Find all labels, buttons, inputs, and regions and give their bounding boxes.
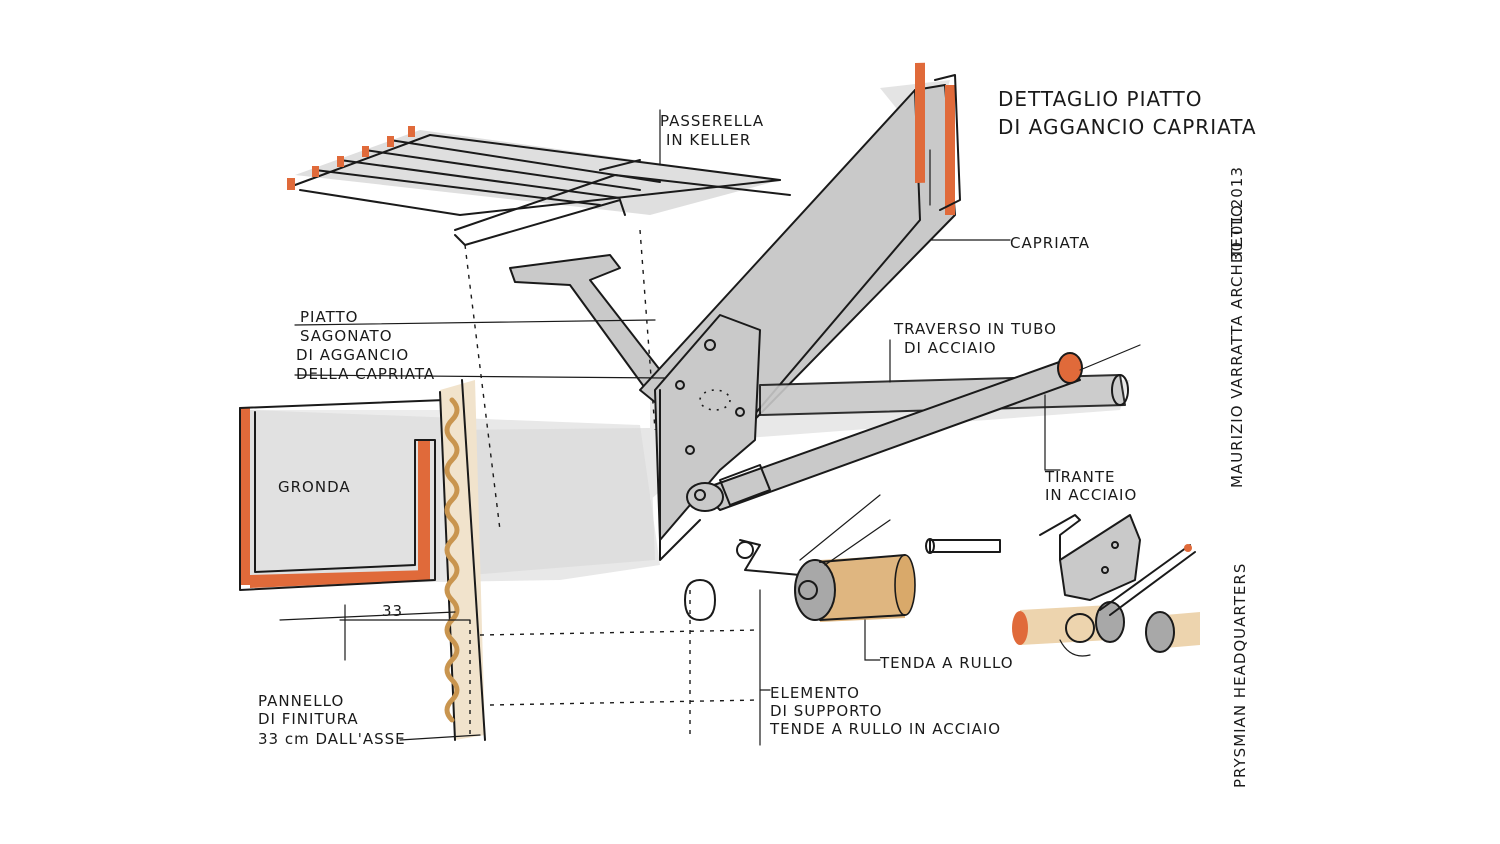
label-elemento-line-3: TENDE A RULLO IN ACCIAIO (769, 720, 1001, 738)
label-tirante-line-1: TIRANTE (1044, 468, 1116, 486)
label-piatto-line-2: SAGONATO (300, 327, 393, 345)
label-elemento-line-1: ELEMENTO (770, 684, 860, 702)
steel-tie-rod (686, 344, 1141, 512)
shaped-plate (654, 314, 761, 561)
truss-flange (945, 85, 955, 215)
walkway-end-cap (287, 178, 295, 190)
title-line-2: DI AGGANCIO CAPRIATA (998, 115, 1257, 139)
title-line-1: DETTAGLIO PIATTO (998, 87, 1202, 111)
dimension-33 (339, 604, 761, 740)
date-note: 30.01.2013 (1228, 166, 1246, 262)
label-tirante-line-2: IN ACCIAIO (1045, 486, 1137, 504)
label-piatto: PIATTO SAGONATO DI AGGANCIO DELLA CAPRIA… (296, 308, 435, 383)
label-passerella: PASSERELLA IN KELLER (660, 112, 764, 149)
label-pannello: PANNELLO DI FINITURA 33 cm DALL'ASSE (258, 692, 406, 748)
vertical-notes: MAURIZIO VARRATTA ARCHITETTO 30.01.2013 … (1228, 166, 1249, 788)
finishing-panel (439, 379, 486, 741)
label-traverso-line-2: DI ACCIAIO (904, 339, 997, 357)
walkway-end-cap (362, 146, 369, 157)
walkway-end-cap (312, 166, 319, 177)
label-pannello-line-1: PANNELLO (258, 692, 344, 710)
label-capriata: CAPRIATA (1010, 234, 1090, 252)
label-piatto-line-3: DI AGGANCIO (296, 346, 409, 364)
roller-blind-assembly (684, 494, 1001, 746)
leader-lines (279, 109, 1061, 741)
label-traverso-line-1: TRAVERSO IN TUBO (893, 320, 1057, 338)
label-piatto-line-1: PIATTO (300, 308, 358, 326)
gutter-box (239, 399, 446, 591)
label-elemento-line-2: DI SUPPORTO (770, 702, 882, 720)
label-tirante: TIRANTE IN ACCIAIO (1044, 468, 1137, 504)
label-gronda: GRONDA (278, 478, 351, 496)
truss-flange (915, 62, 925, 184)
project-note: PRYSMIAN HEADQUARTERS (1231, 563, 1249, 788)
label-passerella-line-2: IN KELLER (666, 131, 751, 149)
label-pannello-line-2: DI FINITURA (258, 710, 359, 728)
bracket-detail-small (1012, 514, 1200, 657)
walkway-end-cap (408, 126, 415, 137)
title-block: DETTAGLIO PIATTO DI AGGANCIO CAPRIATA (998, 87, 1257, 139)
walkway-grating (287, 126, 791, 246)
dimension-label: 33 (382, 602, 403, 620)
label-pannello-line-3: 33 cm DALL'ASSE (258, 730, 406, 748)
walkway-end-cap (337, 156, 344, 167)
label-passerella-line-1: PASSERELLA (660, 112, 764, 130)
label-traverso: TRAVERSO IN TUBO DI ACCIAIO (893, 320, 1057, 357)
walkway-end-cap (387, 136, 394, 147)
author-note: MAURIZIO VARRATTA ARCHITETTO (1228, 204, 1246, 488)
label-tenda: TENDA A RULLO (879, 654, 1014, 672)
label-piatto-line-4: DELLA CAPRIATA (296, 365, 435, 383)
label-elemento: ELEMENTO DI SUPPORTO TENDE A RULLO IN AC… (769, 684, 1001, 738)
